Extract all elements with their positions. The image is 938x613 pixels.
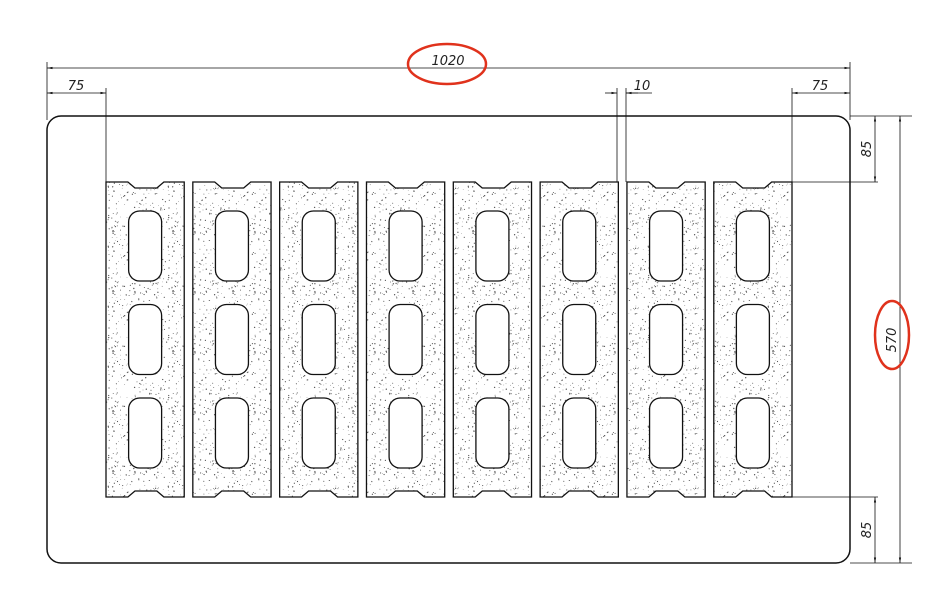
block-hole bbox=[475, 397, 510, 469]
block-hole bbox=[735, 210, 771, 282]
dim-75-right-label: 75 bbox=[812, 79, 829, 94]
block-hole bbox=[214, 397, 250, 469]
block-hole bbox=[127, 303, 163, 376]
dimension-lines bbox=[46, 62, 912, 564]
frame-outline bbox=[46, 115, 851, 564]
block-hole bbox=[127, 210, 163, 282]
block-hole bbox=[388, 303, 423, 376]
block-hole bbox=[388, 397, 423, 469]
block-hole bbox=[735, 303, 771, 376]
block-hole bbox=[475, 210, 510, 282]
block-hole bbox=[562, 210, 597, 282]
blocks-group bbox=[105, 181, 793, 498]
block-hole bbox=[648, 397, 684, 469]
highlight-570 bbox=[873, 299, 911, 371]
block-hole bbox=[127, 397, 163, 469]
block-hole bbox=[214, 210, 250, 282]
block-hole bbox=[562, 397, 597, 469]
block-hole bbox=[301, 210, 336, 282]
dim-1020-label: 1020 bbox=[431, 54, 464, 69]
dim-10-label: 10 bbox=[634, 79, 651, 94]
dim-85-bottom-label: 85 bbox=[860, 522, 875, 539]
block-hole bbox=[648, 303, 684, 376]
dim-570-label: 570 bbox=[885, 328, 900, 353]
block-hole bbox=[301, 397, 336, 469]
dim-85-top-label: 85 bbox=[860, 141, 875, 158]
block-hole bbox=[475, 303, 510, 376]
highlight-1020 bbox=[406, 42, 488, 86]
dim-75-left-label: 75 bbox=[68, 79, 85, 94]
block-hole bbox=[735, 397, 771, 469]
block-hole bbox=[562, 303, 597, 376]
block-hole bbox=[301, 303, 336, 376]
block-hole bbox=[214, 303, 250, 376]
block-hole bbox=[388, 210, 423, 282]
block-hole bbox=[648, 210, 684, 282]
